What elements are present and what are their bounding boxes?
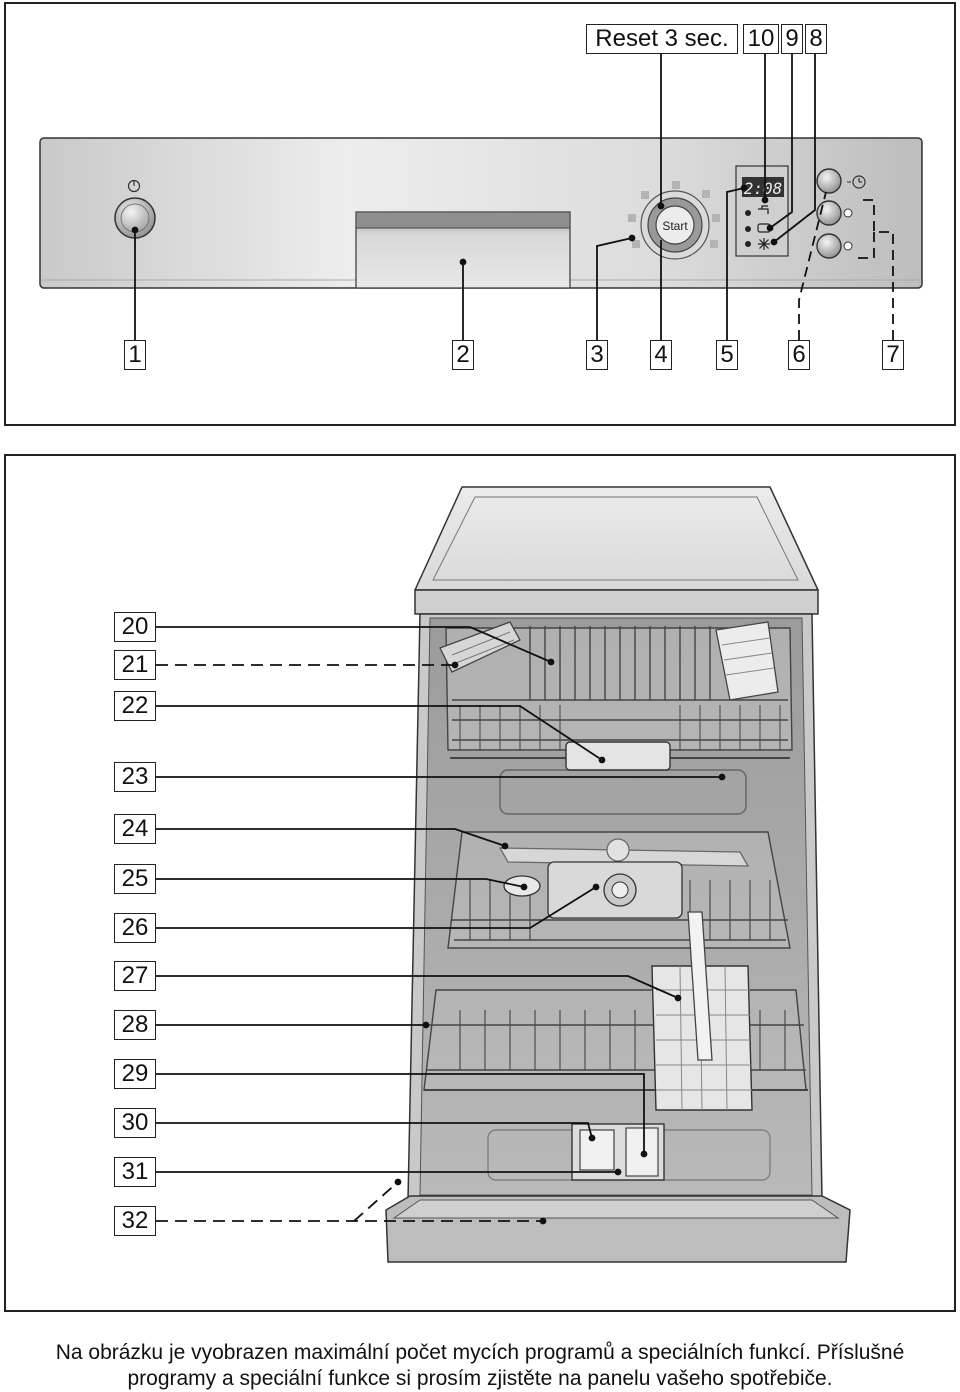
cup-shelf	[715, 621, 779, 701]
callout-28: 28	[114, 1010, 156, 1040]
option-button-2[interactable]	[816, 233, 853, 259]
callout-30: 30	[114, 1108, 156, 1138]
callout-9: 9	[781, 24, 803, 54]
open-door	[385, 1195, 851, 1263]
program-leds	[628, 181, 720, 248]
option-button-1[interactable]	[816, 200, 853, 226]
upper-basket	[565, 741, 671, 771]
callout-32: 32	[114, 1206, 156, 1236]
callout-29: 29	[114, 1059, 156, 1089]
callout-5: 5	[716, 340, 738, 370]
callout-20: 20	[114, 612, 156, 642]
cutlery-basket	[651, 911, 753, 1111]
knife-shelf	[439, 621, 521, 673]
callout-26: 26	[114, 913, 156, 943]
callout-3: 3	[586, 340, 608, 370]
reset-label: Reset 3 sec.	[586, 24, 738, 54]
callout-8: 8	[805, 24, 827, 54]
power-icon	[127, 179, 141, 193]
caption-line-2: programy a speciální funkce si prosím zj…	[127, 1367, 833, 1390]
interior-leader-lines	[156, 626, 726, 1225]
filter-unit	[503, 861, 683, 919]
callout-25: 25	[114, 864, 156, 894]
callout-27: 27	[114, 961, 156, 991]
callout-10: 10	[743, 24, 779, 54]
callout-1: 1	[124, 340, 146, 370]
callout-22: 22	[114, 691, 156, 721]
callout-21: 21	[114, 650, 156, 680]
start-knob[interactable]: Start	[640, 190, 710, 260]
tap-icon	[758, 205, 769, 214]
display-time: 2:08	[744, 179, 783, 198]
delay-start-button[interactable]	[816, 168, 842, 194]
worktop	[414, 486, 819, 615]
clock-icon	[847, 175, 866, 189]
callout-31: 31	[114, 1157, 156, 1187]
callout-6: 6	[788, 340, 810, 370]
caption-line-1: Na obrázku je vyobrazen maximální počet …	[55, 1341, 905, 1364]
caption: Na obrázku je vyobrazen maximální počet …	[0, 1340, 960, 1392]
callout-2: 2	[452, 340, 474, 370]
callout-24: 24	[114, 814, 156, 844]
salt-icon	[758, 238, 770, 250]
callout-7: 7	[882, 340, 904, 370]
panel-leader-lines	[131, 54, 894, 340]
display-panel: 2:08	[735, 165, 789, 257]
callout-23: 23	[114, 762, 156, 792]
callout-4: 4	[650, 340, 672, 370]
start-label: Start	[662, 219, 688, 233]
